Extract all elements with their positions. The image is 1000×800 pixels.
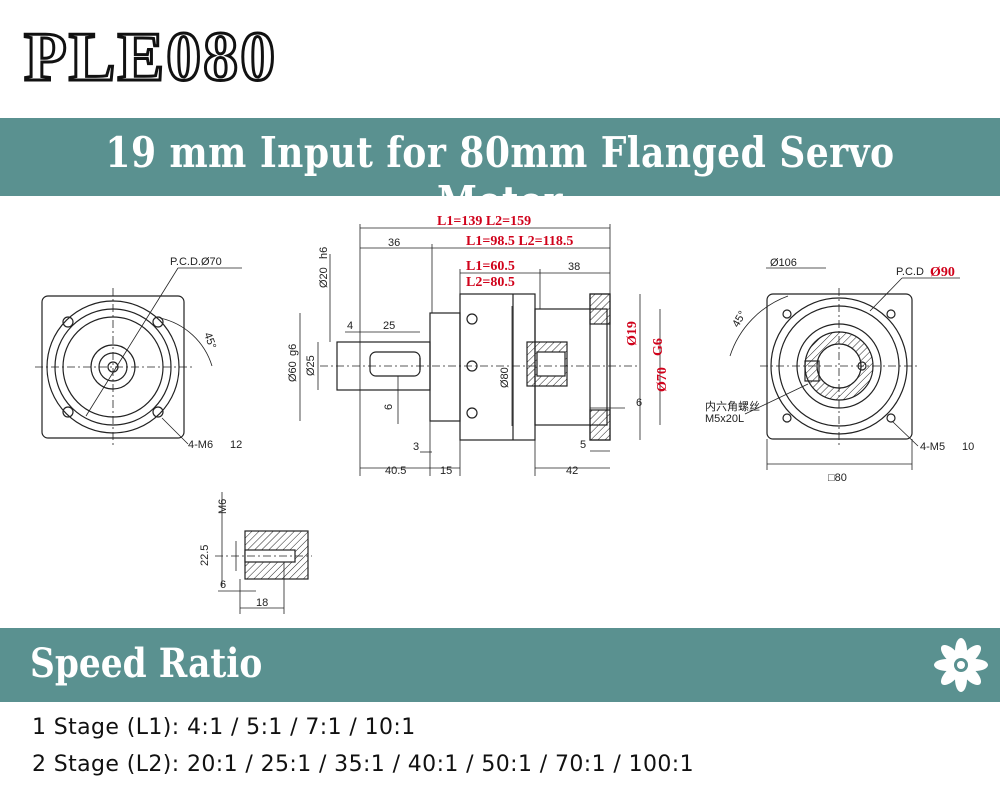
dim-d60: Ø60 (287, 361, 299, 382)
side-total-length: L1=139 L2=159 (437, 214, 531, 229)
side-body-length: L1=98.5 L2=118.5 (466, 234, 573, 249)
rear-pcd-prefix: P.C.D (896, 266, 924, 278)
dim-d70-tol: G6 (651, 338, 666, 356)
front-hole-depth-label: 12 (230, 439, 242, 451)
model-title: PLE080 (20, 16, 320, 97)
dim-42: 42 (566, 465, 578, 477)
detail-22-5: 22.5 (199, 545, 211, 566)
subtitle: 19 mm Input for 80mm Flanged Servo Motor (105, 128, 895, 226)
dim-5: 5 (580, 439, 586, 451)
front-holes-label: 4-M6 (188, 439, 213, 451)
dim-40-5: 40.5 (385, 465, 406, 477)
rear-d106: Ø106 (770, 257, 797, 269)
stage-2-ratios: 2 Stage (L2): 20:1 / 25:1 / 35:1 / 40:1 … (32, 752, 694, 777)
rear-holes: 4-M5 (920, 441, 945, 453)
dim-6-right: 6 (636, 397, 642, 409)
dim-25-key: 25 (383, 320, 395, 332)
stage-1-ratios: 1 Stage (L1): 4:1 / 5:1 / 7:1 / 10:1 (32, 715, 416, 740)
detail-thread: M6 (217, 499, 229, 514)
flower-icon (930, 634, 992, 696)
dim-d20: Ø20 (318, 267, 330, 288)
technical-drawing: P.C.D.Ø70 45° 4-M6 12 (0, 196, 1000, 628)
rear-screw-size: M5x20L (705, 413, 744, 425)
rear-square: □80 (828, 472, 847, 484)
speed-ratio-banner: Speed Ratio (0, 628, 1000, 702)
side-view-dimension-lines (299, 224, 661, 476)
detail-view (215, 492, 312, 614)
dim-d25: Ø25 (305, 355, 317, 376)
rear-view (729, 267, 960, 470)
front-view (35, 267, 242, 446)
front-pcd-label: P.C.D.Ø70 (170, 256, 222, 268)
detail-6: 6 (220, 579, 226, 591)
dim-d60-tol: g6 (287, 344, 299, 356)
dim-3: 3 (413, 441, 419, 453)
rear-hole-depth: 10 (962, 441, 974, 453)
dim-4: 4 (347, 320, 353, 332)
dim-d20-tol: h6 (318, 247, 330, 259)
dim-d70: Ø70 (655, 367, 670, 392)
dim-15: 15 (440, 465, 452, 477)
rear-screw-cn: 内六角螺丝 (705, 399, 760, 413)
dim-d80: Ø80 (499, 367, 511, 388)
side-adapter-length-1: L1=60.5 (466, 259, 515, 274)
rear-pcd-value: Ø90 (930, 265, 955, 280)
side-adapter-length-2: L2=80.5 (466, 275, 515, 290)
subtitle-banner: 19 mm Input for 80mm Flanged Servo Motor (0, 118, 1000, 226)
speed-ratio-title: Speed Ratio (30, 640, 263, 687)
dim-38: 38 (568, 261, 580, 273)
side-view (320, 293, 640, 441)
model-title-text: PLE080 (24, 19, 277, 96)
front-angle-label: 45° (201, 331, 218, 351)
detail-18: 18 (256, 597, 268, 609)
dim-6-key: 6 (383, 404, 395, 410)
dim-d19: Ø19 (625, 321, 640, 346)
dim-36: 36 (388, 237, 400, 249)
